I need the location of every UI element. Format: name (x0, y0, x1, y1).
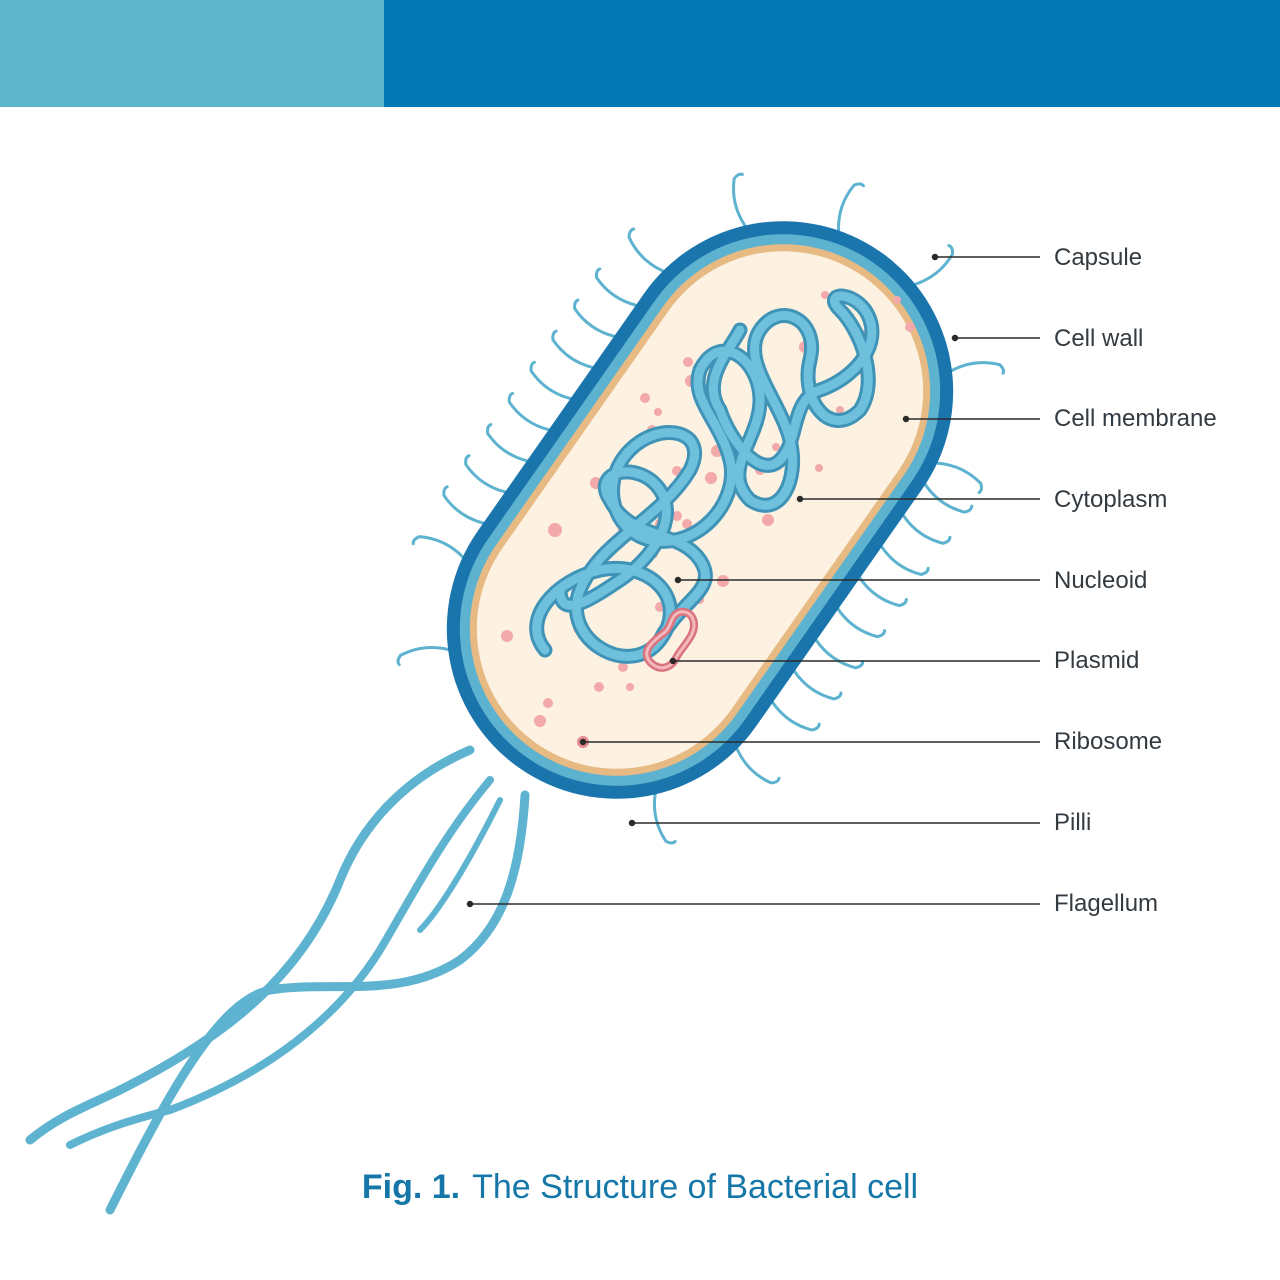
pilus (507, 391, 551, 432)
ribosome (821, 291, 829, 299)
pilus (594, 267, 638, 307)
pilus (732, 172, 747, 228)
ribosome (705, 472, 717, 484)
label-cell-wall: Cell wall (1054, 325, 1144, 352)
label-capsule: Capsule (1054, 244, 1143, 271)
pilus (793, 669, 843, 701)
label-plasmid: Plasmid (1054, 647, 1140, 674)
pilus (771, 701, 821, 732)
label-flagellum: Flagellum (1054, 890, 1159, 917)
ribosome (618, 662, 628, 672)
pilus (901, 514, 952, 545)
label-pilli: Pilli (1054, 809, 1092, 836)
pili (396, 172, 1006, 845)
nucleoid (529, 288, 880, 664)
ribosome (836, 406, 844, 414)
pilus (880, 545, 930, 576)
header-band-dark (384, 0, 1280, 107)
pilus (529, 360, 572, 401)
ribosome (534, 715, 546, 727)
ribosome (501, 630, 513, 642)
ribosome (640, 393, 650, 403)
pilus (411, 535, 465, 559)
ribosome (626, 683, 634, 691)
pilus (551, 329, 594, 369)
pilus (913, 244, 955, 286)
figure-caption: Fig. 1. The Structure of Bacterial cell (0, 1168, 1280, 1207)
pilus (573, 298, 616, 338)
leader-dot-cell-wall (951, 334, 959, 342)
pilus (935, 461, 983, 495)
leader-dot-ribosome (579, 738, 587, 746)
pilus (837, 182, 865, 232)
figure-number: Fig. 1. (361, 1168, 461, 1206)
ribosome (717, 575, 729, 587)
ribosome (772, 443, 780, 451)
leader-dot-nucleoid (674, 576, 682, 584)
leader-dot-cell-membrane (902, 415, 910, 423)
ribosome (683, 357, 693, 367)
flagellum (25, 745, 530, 1215)
pilus (396, 646, 450, 667)
ribosome (672, 511, 682, 521)
pilus (627, 227, 665, 273)
leader-dot-cytoplasm (796, 495, 804, 503)
pilus (442, 485, 485, 525)
pilus (652, 792, 677, 845)
ribosome (815, 464, 823, 472)
pilus (735, 747, 781, 785)
label-cytoplasm: Cytoplasm (1054, 486, 1168, 513)
leader-dot-capsule (931, 253, 939, 261)
ribosome (594, 682, 604, 692)
leader-dot-plasmid (669, 657, 677, 665)
leader-dot-pilli (628, 819, 636, 827)
pilus (814, 638, 865, 670)
figure-title: The Structure of Bacterial cell (472, 1168, 919, 1206)
pilus (485, 423, 529, 463)
ribosome (548, 523, 562, 537)
ribosome (682, 519, 692, 529)
pilus (858, 576, 908, 608)
header-band-light (0, 0, 384, 107)
ribosome (893, 296, 901, 304)
leader-dot-flagellum (466, 900, 474, 908)
leader-lines (466, 253, 1040, 908)
ribosome (543, 698, 553, 708)
label-ribosome: Ribosome (1054, 728, 1163, 755)
pilus (950, 361, 1006, 375)
ribosome (654, 408, 662, 416)
pilus (464, 454, 507, 494)
pilus (923, 483, 974, 514)
ribosome (905, 322, 915, 332)
label-nucleoid: Nucleoid (1054, 567, 1148, 594)
pilus (836, 607, 887, 639)
ribosome (762, 514, 774, 526)
label-cell-membrane: Cell membrane (1054, 405, 1217, 432)
